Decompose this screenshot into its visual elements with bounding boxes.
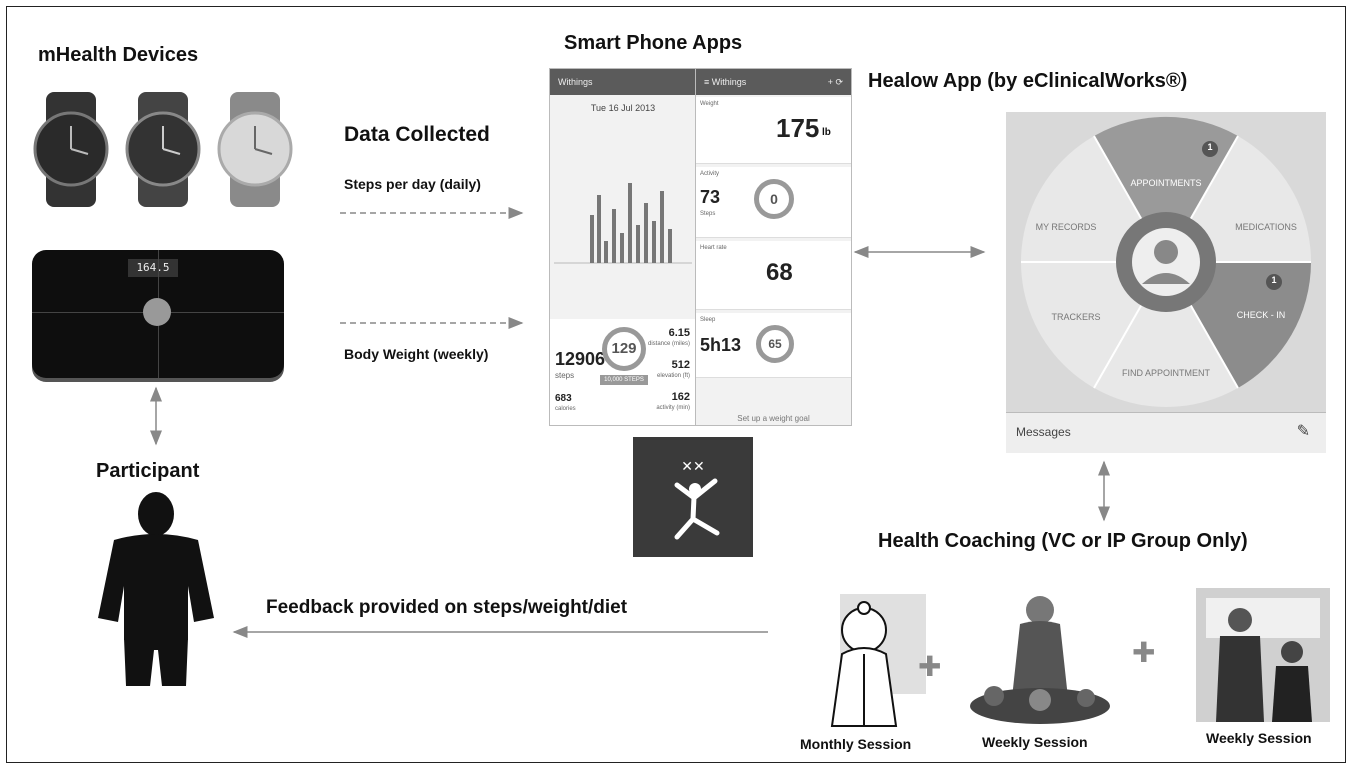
monthly-session-label: Monthly Session bbox=[800, 736, 912, 752]
distance-value: 6.15 bbox=[668, 327, 690, 339]
messages-label: Messages bbox=[1016, 425, 1071, 439]
appointments-wedge bbox=[1094, 116, 1238, 262]
devices-title: mHealth Devices bbox=[38, 44, 199, 66]
watch-icon bbox=[125, 92, 201, 207]
weight-unit: lb bbox=[822, 127, 831, 138]
scale-display: 164.5 bbox=[128, 259, 178, 277]
trainer-image bbox=[1196, 588, 1330, 722]
app-bar: Withings bbox=[550, 69, 696, 95]
runner-icon: ✕✕ bbox=[674, 459, 720, 540]
weight-card: Weight 175 lb bbox=[696, 97, 851, 164]
data-collected-title: Data Collected bbox=[344, 123, 490, 146]
plus-icon: ✚ bbox=[1132, 637, 1156, 668]
feedback-label: Feedback provided on steps/weight/diet bbox=[266, 597, 628, 618]
sleep-card-label: Sleep bbox=[700, 317, 716, 323]
activity-card-label: Activity bbox=[700, 171, 720, 177]
steps-unit: steps bbox=[555, 371, 575, 380]
scale-image: 164.5 bbox=[32, 250, 284, 378]
appointments-badge: 1 bbox=[1207, 142, 1213, 152]
appointments-label[interactable]: APPOINTMENTS bbox=[1130, 178, 1202, 188]
watch-icon bbox=[217, 92, 293, 207]
my-records-label[interactable]: MY RECORDS bbox=[1035, 222, 1097, 232]
watches-image bbox=[33, 92, 293, 207]
participant-silhouette bbox=[98, 492, 214, 686]
activity-card: Activity 73 Steps 0 bbox=[696, 167, 851, 238]
goal-badge: 10,000 STEPS bbox=[600, 375, 648, 385]
nutrition-coach-image bbox=[970, 596, 1110, 724]
activity-steps-unit: Steps bbox=[700, 211, 716, 217]
steps-ring: 129 bbox=[602, 327, 646, 371]
trackers-label[interactable]: TRACKERS bbox=[1051, 312, 1101, 322]
app-bar: ≡ Withings+ ⟳ bbox=[696, 69, 851, 95]
menu-icon: ≡ bbox=[704, 77, 712, 87]
daily-steps-bars bbox=[554, 183, 692, 264]
myfitnesspal-app-icon[interactable]: ✕✕ bbox=[633, 437, 753, 557]
checkin-badge-dot bbox=[1266, 274, 1282, 290]
withings-activity-screen: Withings Tue 16 Jul 2013 12906 steps 129… bbox=[549, 68, 697, 426]
steps-label: Steps per day (daily) bbox=[344, 176, 481, 192]
activity-summary: 12906 steps 129 10,000 STEPS 6.15 distan… bbox=[550, 319, 696, 425]
sleep-card: Sleep 5h13 65 bbox=[696, 313, 851, 378]
elevation-unit: elevation (ft) bbox=[656, 373, 690, 379]
weight-goal-footer: Set up a weight goal bbox=[737, 414, 810, 423]
weekly-session-label: Weekly Session bbox=[982, 734, 1088, 750]
weight-card-label: Weight bbox=[700, 101, 719, 107]
checkin-badge: 1 bbox=[1271, 275, 1277, 285]
activity-unit: activity (min) bbox=[656, 405, 690, 411]
apps-title: Smart Phone Apps bbox=[564, 32, 743, 54]
calories-value: 683 bbox=[555, 393, 572, 404]
weekly-session-label-2: Weekly Session bbox=[1206, 730, 1312, 746]
sleep-ring: 65 bbox=[756, 325, 794, 363]
medications-label[interactable]: MEDICATIONS bbox=[1235, 222, 1297, 232]
svg-text:✕✕: ✕✕ bbox=[681, 459, 704, 475]
calories-unit: calories bbox=[555, 406, 576, 412]
healow-app-screen: 1 1 APPOINTMENTS MEDICATIONS MY RECORDS … bbox=[1006, 112, 1326, 453]
coaching-title: Health Coaching (VC or IP Group Only) bbox=[878, 530, 1248, 552]
scale-center-icon bbox=[143, 298, 171, 326]
weight-label: Body Weight (weekly) bbox=[344, 346, 489, 362]
heart-value: 68 bbox=[766, 259, 793, 286]
weight-value: 175 bbox=[776, 113, 820, 143]
compose-icon[interactable]: ✎ bbox=[1296, 423, 1310, 440]
add-icon: + ⟳ bbox=[827, 77, 843, 87]
checkin-label[interactable]: CHECK - IN bbox=[1236, 310, 1286, 320]
participant-title: Participant bbox=[96, 460, 200, 482]
elevation-value: 512 bbox=[671, 359, 690, 371]
activity-date: Tue 16 Jul 2013 bbox=[590, 103, 656, 113]
doctor-illustration bbox=[830, 594, 926, 727]
heart-card-label: Heart rate bbox=[700, 245, 727, 251]
find-appointment-label[interactable]: FIND APPOINTMENT bbox=[1121, 368, 1210, 378]
activity-steps: 73 bbox=[700, 187, 721, 207]
heart-card: Heart rate 68 bbox=[696, 241, 851, 310]
activity-ring: 0 bbox=[754, 179, 794, 219]
healow-wheel bbox=[1021, 116, 1311, 407]
distance-unit: distance (miles) bbox=[647, 341, 690, 347]
withings-dashboard-screen: ≡ Withings+ ⟳ Weight 175 lb Activity 73 … bbox=[695, 68, 852, 426]
figure-frame bbox=[6, 6, 1346, 763]
appointments-badge-dot bbox=[1202, 141, 1218, 157]
plus-icon: ✚ bbox=[918, 651, 942, 682]
messages-bar[interactable]: Messages ✎ bbox=[1006, 412, 1326, 453]
steps-value: 12906 bbox=[555, 349, 606, 369]
watch-icon bbox=[33, 92, 109, 207]
sleep-value: 5h13 bbox=[700, 335, 742, 355]
healow-title: Healow App (by eClinicalWorks®) bbox=[868, 70, 1188, 92]
activity-value: 162 bbox=[671, 391, 690, 403]
